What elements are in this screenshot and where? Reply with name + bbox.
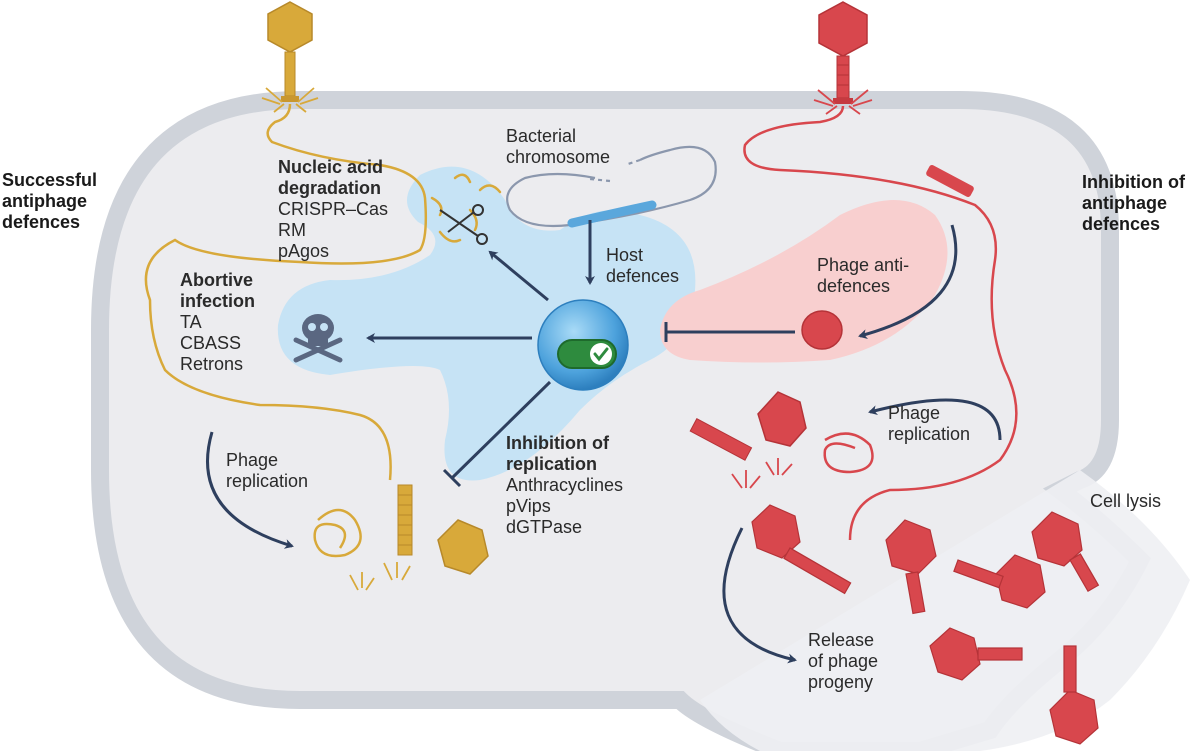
left-side-label: Successful antiphage defences (2, 170, 98, 232)
anti-defence-protein (801, 310, 843, 350)
degraded-dna (430, 173, 502, 243)
nucleic-acid-title-1: Nucleic acid (278, 157, 384, 177)
defence-system-sphere (537, 299, 629, 391)
release-progeny-arrow (722, 527, 797, 664)
right-side-label: Inhibition of antiphage defences (1082, 172, 1185, 234)
successful-phage-injecting (261, 1, 319, 113)
phage-replication-left-label: Phage replication (226, 450, 309, 491)
phage-replication-right-label: Phage replication (888, 403, 971, 444)
phage-anti-defences-label: Phage anti- defences (817, 255, 910, 296)
scissors-icon (439, 204, 488, 245)
successful-phage-dna (144, 103, 428, 481)
released-phage (885, 519, 937, 615)
released-phage (751, 504, 852, 595)
red-replication-products (689, 391, 874, 489)
inhibiting-phage-dna (743, 105, 1018, 541)
defence-gene (567, 200, 657, 228)
inhibit-replication-line (450, 380, 552, 480)
inhibition-of-replication-group: Inhibition of replication Anthracyclines… (506, 433, 624, 537)
released-phage (929, 627, 1023, 681)
skull-crossbones-icon (293, 314, 343, 363)
released-phage (1049, 645, 1099, 745)
nucleic-acid-degradation-group: Nucleic acid degradation CRISPR–Cas RM p… (278, 157, 389, 261)
cell-lysis-label: Cell lysis (1090, 491, 1162, 511)
phage-replication-arrow-right (868, 398, 1002, 441)
released-phages (751, 504, 1100, 745)
anti-defence-arrow (858, 224, 958, 340)
anti-defence-gene (926, 165, 974, 197)
host-defences-label: Host defences (606, 245, 680, 286)
abortive-infection-group: Abortive infection TA CBASS Retrons (180, 270, 255, 374)
arrow-to-nucleic-degradation (488, 250, 549, 302)
nucleic-acid-title-2: degradation (278, 178, 382, 198)
chromosome-label: Bacterial chromosome (506, 126, 611, 167)
anti-defence-region (660, 200, 948, 363)
release-progeny-label: Release of phage progeny (808, 630, 879, 692)
bacterial-chromosome (506, 145, 717, 228)
gold-replication-products (313, 484, 489, 591)
inhibiting-phage-injecting (813, 1, 873, 115)
phage-replication-arrow-left (206, 431, 294, 549)
released-phage (1031, 511, 1100, 592)
released-phage (953, 554, 1046, 609)
